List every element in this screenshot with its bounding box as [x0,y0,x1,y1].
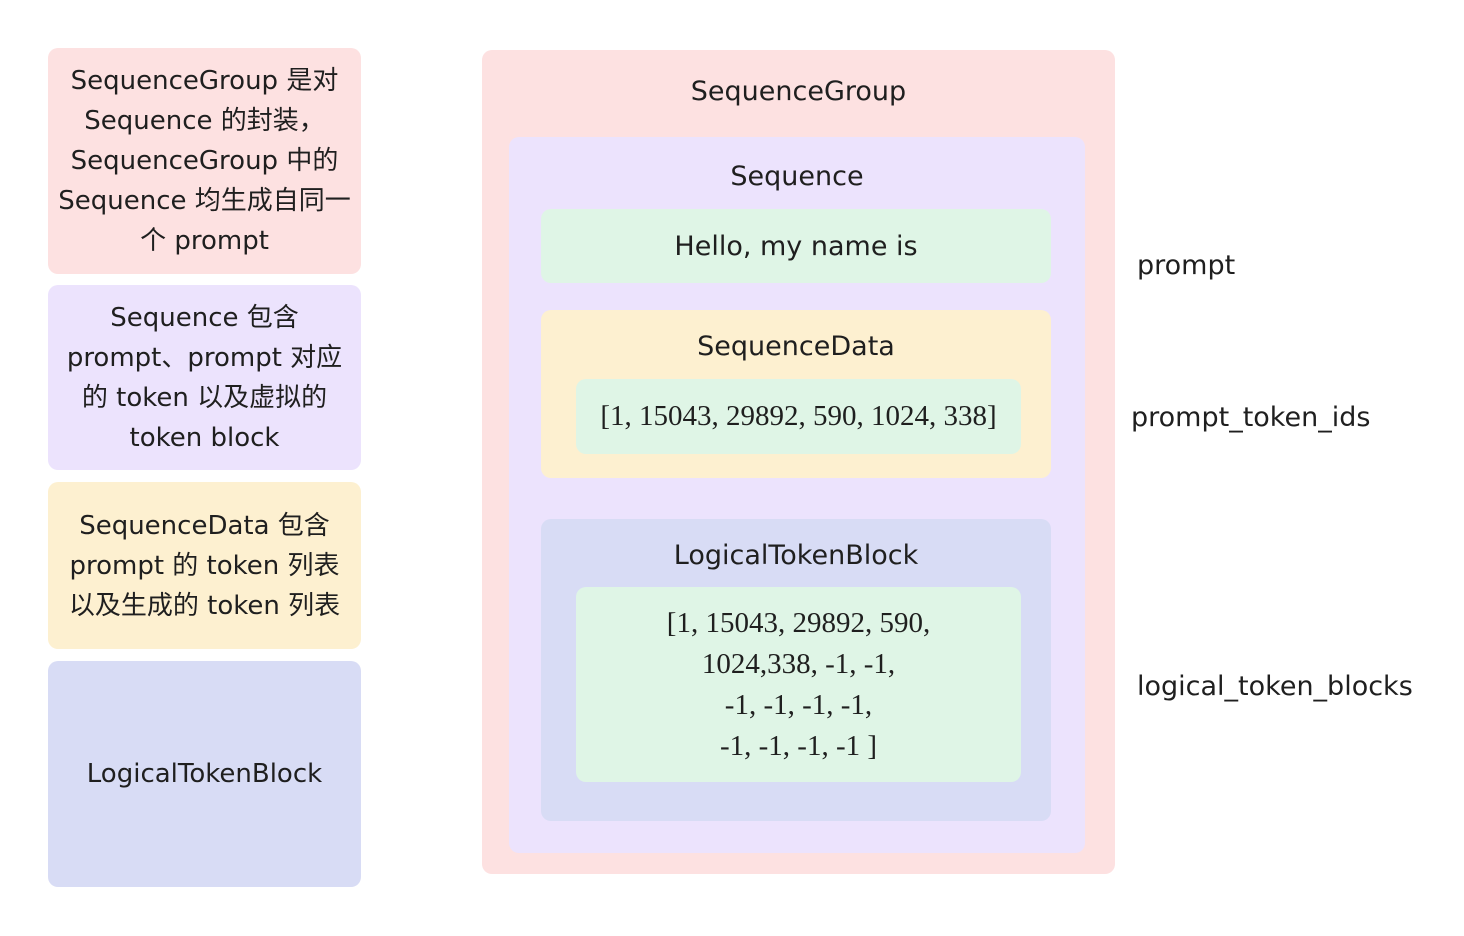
prompt-box: Hello, my name is [541,209,1051,283]
logical-block-line: 1024,338, -1, -1, [701,647,896,680]
legend-sequence-data-box: SequenceData 包含 prompt 的 token 列表以及生成的 t… [48,482,361,649]
sequence-group-title: SequenceGroup [690,76,907,107]
logical-token-block-title: LogicalTokenBlock [673,540,919,571]
sequence-data-title: SequenceData [697,331,895,362]
prompt-token-ids-box: [1, 15043, 29892, 590, 1024, 338] [576,379,1021,454]
side-label-logical-token-blocks: logical_token_blocks [1137,671,1413,702]
sequence-title: Sequence [730,161,864,192]
prompt-text: Hello, my name is [674,230,918,262]
legend-sequence-data-text: SequenceData 包含 prompt 的 token 列表以及生成的 t… [68,510,341,621]
logical-block-line: -1, -1, -1, -1 ] [719,729,878,762]
legend-sequence-box: Sequence 包含 prompt、prompt 对应的 token 以及虚拟… [48,285,361,470]
legend-sequence-text: Sequence 包含 prompt、prompt 对应的 token 以及虚拟… [66,302,343,453]
side-label-prompt-token-ids: prompt_token_ids [1131,402,1371,433]
logical-block-line: [1, 15043, 29892, 590, [666,606,931,639]
legend-sequence-group-text: SequenceGroup 是对 Sequence 的封装，SequenceGr… [58,66,351,256]
legend-logical-token-block-box: LogicalTokenBlock [48,661,361,887]
prompt-token-ids-text: [1, 15043, 29892, 590, 1024, 338] [600,400,997,432]
logical-token-block-values-box: [1, 15043, 29892, 590, 1024,338, -1, -1,… [576,587,1021,782]
side-label-prompt: prompt [1137,250,1236,281]
logical-block-line: -1, -1, -1, -1, [724,688,873,721]
legend-sequence-group-box: SequenceGroup 是对 Sequence 的封装，SequenceGr… [48,48,361,274]
legend-logical-token-block-text: LogicalTokenBlock [86,759,323,789]
